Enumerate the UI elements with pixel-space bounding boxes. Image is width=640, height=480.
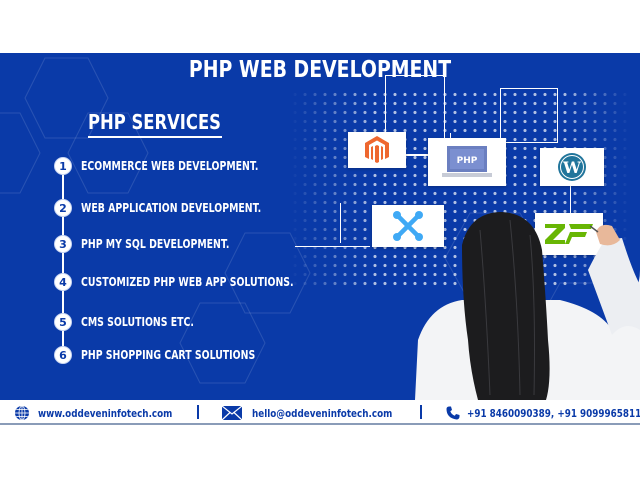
email-link[interactable]: hello@oddeveninfotech.com: [222, 404, 427, 422]
service-number-badge: 6: [54, 346, 72, 364]
separator: [420, 405, 422, 419]
service-label: PHP SHOPPING CART SOLUTIONS: [81, 348, 256, 362]
heading-underline: [88, 136, 222, 138]
mail-icon: [222, 406, 242, 420]
svg-text:PHP: PHP: [457, 156, 478, 166]
connector-line: [340, 203, 341, 243]
service-number-badge: 2: [54, 199, 72, 217]
magento-icon: [365, 136, 389, 163]
connector-line: [295, 246, 370, 247]
php-card: PHP: [428, 138, 506, 186]
service-item: 1 ECOMMERCE WEB DEVELOPMENT.: [54, 157, 308, 175]
svg-text:W: W: [562, 158, 582, 177]
service-number-badge: 3: [54, 235, 72, 253]
service-label: ECOMMERCE WEB DEVELOPMENT.: [81, 159, 259, 173]
wordpress-card: W: [540, 148, 604, 186]
page-title: PHP WEB DEVELOPMENT: [188, 57, 452, 83]
service-item: 3 PHP MY SQL DEVELOPMENT.: [54, 235, 271, 253]
zend-framework-card: [535, 213, 603, 255]
email-text: hello@oddeveninfotech.com: [252, 406, 393, 420]
timeline-line: [62, 166, 64, 356]
service-label: CUSTOMIZED PHP WEB APP SOLUTIONS.: [81, 275, 294, 289]
services-heading: PHP SERVICES: [88, 110, 221, 134]
phone-link[interactable]: +91 8460090389, +91 9099965811: [446, 404, 640, 422]
connector-line: [570, 178, 571, 213]
dot-matrix-decoration: [290, 90, 630, 290]
php-laptop-icon: PHP: [442, 146, 492, 177]
magento-card: [348, 132, 406, 168]
service-item: 2 WEB APPLICATION DEVELOPMENT.: [54, 199, 312, 217]
service-item: 6 PHP SHOPPING CART SOLUTIONS: [54, 346, 304, 364]
outline-frame: [500, 88, 558, 143]
service-label: CMS SOLUTIONS ETC.: [81, 315, 194, 329]
zend-framework-icon: [545, 224, 593, 244]
contact-bar: www.oddeveninfotech.com hello@oddeveninf…: [0, 400, 640, 425]
joomla-card: [372, 205, 444, 247]
phone-icon: [446, 406, 460, 420]
service-number-badge: 5: [54, 313, 72, 331]
connector-line: [405, 155, 430, 156]
service-number-badge: 1: [54, 157, 72, 175]
website-text: www.oddeveninfotech.com: [38, 406, 173, 420]
service-item: 5 CMS SOLUTIONS ETC.: [54, 313, 226, 331]
outline-frame: [385, 75, 445, 155]
wordpress-icon: W: [558, 153, 586, 181]
service-number-badge: 4: [54, 273, 72, 291]
globe-icon: [15, 405, 29, 421]
website-link[interactable]: www.oddeveninfotech.com: [14, 404, 206, 422]
separator: [197, 405, 199, 419]
service-label: PHP MY SQL DEVELOPMENT.: [81, 237, 230, 251]
service-item: 4 CUSTOMIZED PHP WEB APP SOLUTIONS.: [54, 273, 354, 291]
phone-text: +91 8460090389, +91 9099965811: [467, 406, 640, 420]
person-illustration: [415, 212, 640, 400]
service-label: WEB APPLICATION DEVELOPMENT.: [81, 201, 262, 215]
hero-banner: [0, 53, 640, 400]
joomla-icon: [393, 211, 423, 241]
